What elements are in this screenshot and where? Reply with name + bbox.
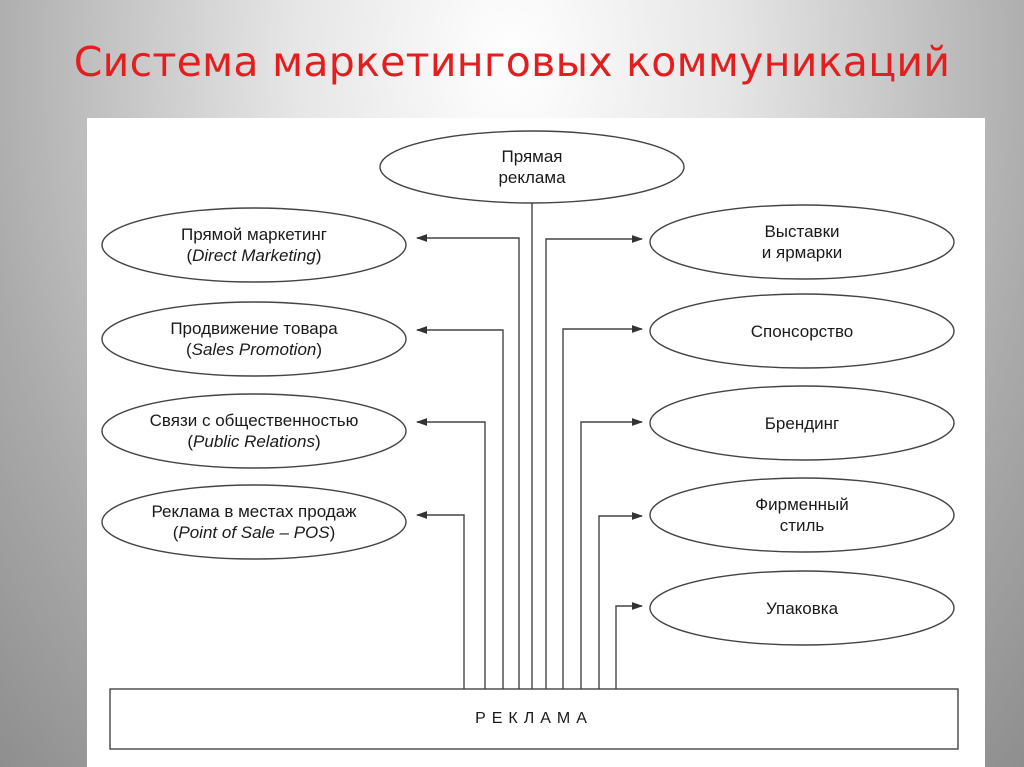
right-ellipse-4 <box>649 477 955 553</box>
node-branding: Брендинг <box>650 386 954 460</box>
node-packaging: Упаковка <box>650 571 954 645</box>
node-exhibitions-line2: и ярмарки <box>761 243 843 262</box>
node-sales-promotion-ru: Продвижение товара <box>170 319 338 338</box>
node-direct-marketing-en-wrap: (Direct Marketing) <box>186 246 322 265</box>
node-public-relations-en-wrap: (Public Relations) <box>187 432 321 451</box>
node-public-relations-en: Public Relations <box>193 432 315 451</box>
diagram-panel: Прямая реклама Прямой маркетинг (Direct … <box>87 118 985 767</box>
node-corporate-style-line2: стиль <box>779 516 825 535</box>
left-ellipse-3 <box>101 393 407 469</box>
right-ellipse-1 <box>649 204 955 280</box>
node-direct-advertising-line1: Прямая <box>501 147 563 166</box>
left-ellipse-2 <box>101 301 407 377</box>
node-sales-promotion-en: Sales Promotion <box>191 340 317 359</box>
diagram-connectors <box>101 130 959 750</box>
right-ellipse-2 <box>649 293 955 369</box>
node-sales-promotion-en-wrap: (Sales Promotion) <box>185 340 323 359</box>
node-sponsorship: Спонсорство <box>650 294 954 368</box>
node-exhibitions-line1: Выставки <box>764 222 840 241</box>
node-point-of-sale-ru: Реклама в местах продаж <box>151 502 357 521</box>
node-direct-marketing-en: Direct Marketing <box>192 246 316 265</box>
node-direct-marketing-ru: Прямой маркетинг <box>180 225 328 244</box>
node-direct-marketing: Прямой маркетинг (Direct Marketing) <box>102 208 406 282</box>
slide-title: Система маркетинговых коммуникаций <box>73 38 951 86</box>
node-sales-promotion: Продвижение товара (Sales Promotion) <box>102 302 406 376</box>
base-rect <box>109 688 959 750</box>
left-ellipse-1 <box>101 207 407 283</box>
node-direct-advertising: Прямая реклама <box>380 131 684 203</box>
node-point-of-sale: Реклама в местах продаж (Point of Sale –… <box>102 485 406 559</box>
node-public-relations: Связи с общественностью (Public Relation… <box>102 394 406 468</box>
node-corporate-style: Фирменный стиль <box>650 478 954 552</box>
right-ellipse-5 <box>649 570 955 646</box>
node-corporate-style-line1: Фирменный <box>755 495 849 514</box>
right-ellipse-3 <box>649 385 955 461</box>
node-public-relations-ru: Связи с общественностью <box>149 411 359 430</box>
node-sponsorship-line1: Спонсорство <box>750 321 854 341</box>
node-branding-line1: Брендинг <box>764 413 840 433</box>
node-direct-advertising-line2: реклама <box>498 168 566 187</box>
node-point-of-sale-en-wrap: (Point of Sale – POS) <box>172 523 336 542</box>
node-exhibitions: Выставки и ярмарки <box>650 205 954 279</box>
node-point-of-sale-en: Point of Sale – POS <box>178 523 330 542</box>
left-ellipse-4 <box>101 484 407 560</box>
base-advertising-label: РЕКЛАМА <box>475 710 593 727</box>
node-packaging-line1: Упаковка <box>765 598 839 618</box>
